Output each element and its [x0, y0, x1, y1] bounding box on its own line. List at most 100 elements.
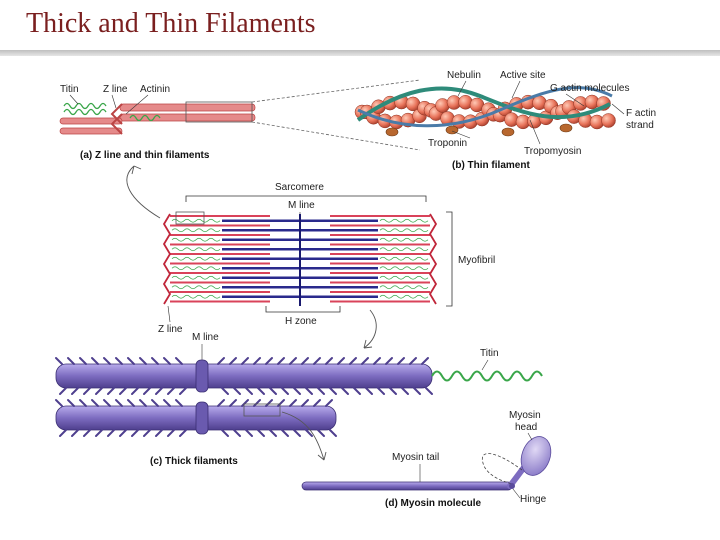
label-tropomyosin: Tropomyosin [524, 146, 581, 157]
titin-segment [171, 275, 221, 280]
myosin-head [389, 387, 397, 395]
myosin-head [317, 429, 325, 437]
myosin-head [83, 387, 91, 395]
myosin-head [151, 399, 159, 407]
myosin-head [127, 399, 135, 407]
myosin-head [179, 429, 187, 437]
titin-segment [171, 228, 221, 233]
myosin-head [139, 399, 147, 407]
myosin-head [221, 387, 229, 395]
titin-segment [171, 294, 221, 299]
myosin-head [131, 387, 139, 395]
titin-segment [379, 247, 429, 252]
myosin-head [385, 357, 393, 365]
myosin-head [325, 399, 333, 407]
myosin-head [277, 357, 285, 365]
myosin-head [71, 387, 79, 395]
title-rule [0, 50, 720, 56]
myosin-head [281, 387, 289, 395]
myosin-head [397, 357, 405, 365]
myosin-head [143, 387, 151, 395]
myosin-head [119, 429, 127, 437]
myosin-head [143, 429, 151, 437]
myosin-head [241, 399, 249, 407]
myosin-head [293, 429, 301, 437]
myosin-head [233, 387, 241, 395]
myosin-head [361, 357, 369, 365]
myosin-head [167, 429, 175, 437]
myosin-head [301, 399, 309, 407]
label-m-line-sarcomere: M line [288, 200, 315, 211]
myosin-head [217, 357, 225, 365]
sarcomere-z-lines [162, 213, 438, 305]
myosin-head [155, 387, 163, 395]
titin-segment [171, 256, 221, 261]
actin-bead [601, 113, 616, 128]
myosin-head [425, 387, 433, 395]
myosin-head [155, 429, 163, 437]
label-titin-a: Titin [60, 84, 79, 95]
myosin-head [55, 399, 63, 407]
myosin-head [329, 429, 337, 437]
myosin-head [139, 357, 147, 365]
panel-a-z-line: Titin Z line Actinin (a) Z line and thin… [59, 79, 421, 161]
myosin-head [91, 357, 99, 365]
label-titin-c: Titin [480, 348, 499, 359]
myosin-head [253, 357, 261, 365]
panel-a-callout-box [185, 101, 253, 123]
myosin-head [337, 357, 345, 365]
myosin-head [115, 357, 123, 365]
myosin-head [257, 429, 265, 437]
myosin-head [257, 387, 265, 395]
label-myosin-tail: Myosin tail [392, 452, 439, 463]
titin-segment [171, 285, 221, 290]
myosin-head [329, 387, 337, 395]
myosin-head [265, 399, 273, 407]
myofibril-bracket [446, 211, 453, 307]
myosin-head [289, 399, 297, 407]
myosin-head [107, 429, 115, 437]
label-g-actin: G actin molecules [550, 83, 629, 94]
myosin-head [179, 387, 187, 395]
myosin-head [103, 357, 111, 365]
callout-line-top [251, 79, 421, 103]
panel-a-thin-filaments [59, 103, 256, 135]
arrow-to-panel-c [363, 309, 377, 349]
myosin-head [409, 357, 417, 365]
callout-line-bottom [251, 121, 421, 151]
myosin-head [265, 357, 273, 365]
caption-panel-d: (d) Myosin molecule [385, 498, 482, 509]
myosin-head [175, 399, 183, 407]
panel-a-titin-coils [63, 102, 161, 122]
titin-segment [379, 294, 429, 299]
myosin-head [71, 429, 79, 437]
myosin-head [79, 357, 87, 365]
titin-segment [379, 275, 429, 280]
titin-segment [379, 266, 429, 271]
myosin-head [301, 357, 309, 365]
myosin-head [349, 357, 357, 365]
myosin-tail [301, 481, 513, 491]
label-myofibril: Myofibril [458, 255, 495, 266]
myosin-head [421, 357, 429, 365]
myosin-head [107, 387, 115, 395]
myosin-head [245, 387, 253, 395]
myosin-head [127, 357, 135, 365]
label-troponin: Troponin [428, 138, 467, 149]
myosin-head [289, 357, 297, 365]
myosin-head [83, 429, 91, 437]
titin-coil-c [431, 370, 543, 382]
myosin-head [163, 399, 171, 407]
sarcomere-callout-box [175, 211, 205, 225]
myosin-head [269, 387, 277, 395]
nebulin-strand [357, 86, 613, 128]
myosin-head [313, 399, 321, 407]
myosin-head [175, 357, 183, 365]
titin-segment [171, 237, 221, 242]
titin-segment [379, 256, 429, 261]
titin-segment [171, 247, 221, 252]
myosin-head [325, 357, 333, 365]
label-f-actin-2: strand [626, 120, 654, 131]
myosin-head [91, 399, 99, 407]
